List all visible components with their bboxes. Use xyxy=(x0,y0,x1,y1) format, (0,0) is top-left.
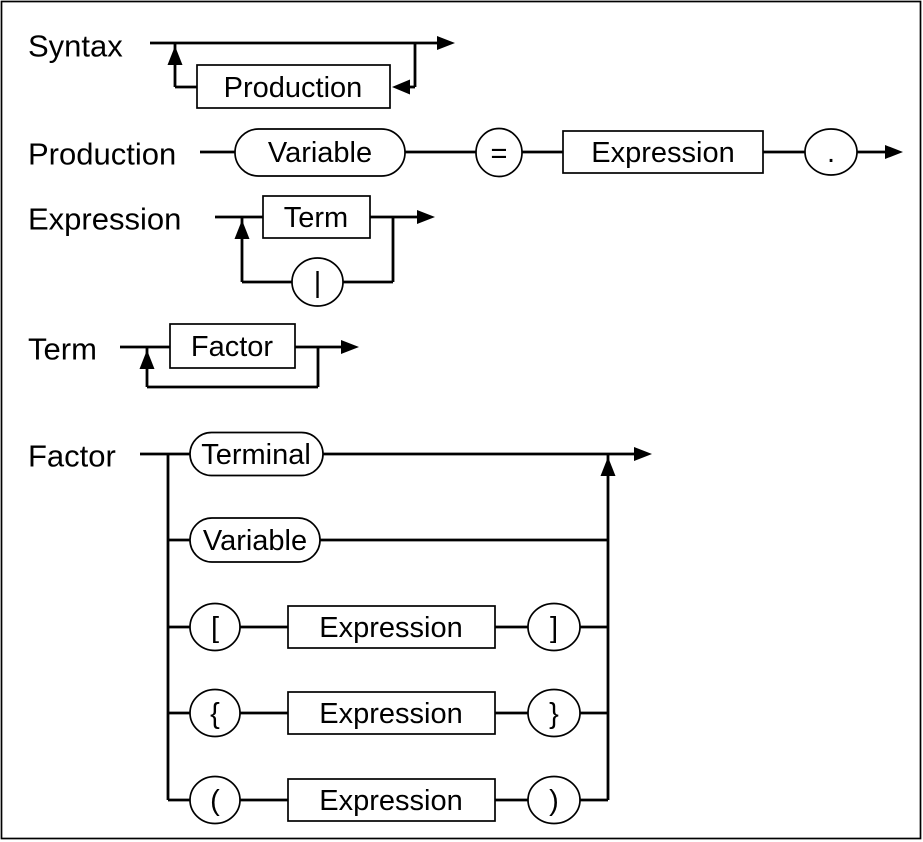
node-text-variable: Variable xyxy=(268,137,372,169)
node-text-expression: Expression xyxy=(591,137,734,169)
node-text-bar: | xyxy=(314,267,322,299)
node-text-factor: Factor xyxy=(191,331,274,363)
rule-factor: Terminal Variable [ Expression ] { Expre… xyxy=(28,431,652,825)
node-text-expression: Expression xyxy=(319,612,462,644)
terminal-circle-open-bracket xyxy=(189,602,241,652)
node-text-term: Term xyxy=(284,202,348,234)
node-text-open-bracket: [ xyxy=(211,612,219,644)
arrowhead-right xyxy=(634,447,652,461)
arrowhead-right xyxy=(341,340,359,354)
rule-label-syntax: Syntax xyxy=(28,29,123,64)
terminal-circle-close-bracket xyxy=(527,602,581,652)
rule-expression: Expression Term | xyxy=(28,195,435,307)
terminal-oval-variable xyxy=(189,517,321,563)
arrowhead-right xyxy=(885,145,903,159)
arrowhead-up xyxy=(167,46,183,65)
node-text-expression: Expression xyxy=(319,698,462,730)
nonterminal-box-production xyxy=(196,64,391,109)
node-text-variable: Variable xyxy=(203,525,307,557)
arrowhead-right xyxy=(437,36,455,50)
rule-label-factor: Factor xyxy=(28,439,116,474)
arrowhead-right xyxy=(417,210,435,224)
arrowhead-left xyxy=(392,79,410,95)
rule-label-expression: Expression xyxy=(28,202,181,237)
terminal-circle-bar xyxy=(291,257,344,307)
terminal-circle-open-paren xyxy=(189,775,241,825)
terminal-circle-open-brace xyxy=(189,688,241,738)
node-text-expression: Expression xyxy=(319,785,462,817)
rule-production: Production Variable = Expression . xyxy=(28,127,903,178)
node-text-period: . xyxy=(827,137,835,169)
node-text-terminal: Terminal xyxy=(201,439,311,471)
node-text-open-paren: ( xyxy=(210,785,220,817)
node-text-equals: = xyxy=(491,138,508,170)
arrowhead-up xyxy=(139,350,155,369)
terminal-circle-close-paren xyxy=(527,775,581,825)
nonterminal-box-term xyxy=(262,195,371,239)
terminal-oval-variable xyxy=(234,128,406,177)
terminal-circle-close-brace xyxy=(527,688,581,738)
terminal-circle-equals xyxy=(475,127,523,178)
rule-label-production: Production xyxy=(28,137,176,172)
arrowhead-up xyxy=(600,457,616,476)
nonterminal-box-expression xyxy=(287,691,496,735)
rule-label-term: Term xyxy=(28,332,97,367)
nonterminal-box-expression xyxy=(562,130,764,174)
nonterminal-box-expression xyxy=(287,605,496,649)
node-text-open-brace: { xyxy=(210,698,220,730)
node-text-close-paren: ) xyxy=(549,785,559,817)
node-text-close-bracket: ] xyxy=(550,612,558,644)
node-text-close-brace: } xyxy=(549,698,559,730)
arrowhead-up xyxy=(234,220,250,239)
rule-syntax: Syntax Production xyxy=(28,29,455,109)
rule-term: Term Factor xyxy=(28,323,359,389)
terminal-oval-terminal xyxy=(189,431,324,477)
nonterminal-box-factor xyxy=(169,323,296,369)
node-text-production: Production xyxy=(224,72,363,104)
nonterminal-box-expression xyxy=(287,778,496,822)
terminal-circle-period xyxy=(804,128,858,176)
